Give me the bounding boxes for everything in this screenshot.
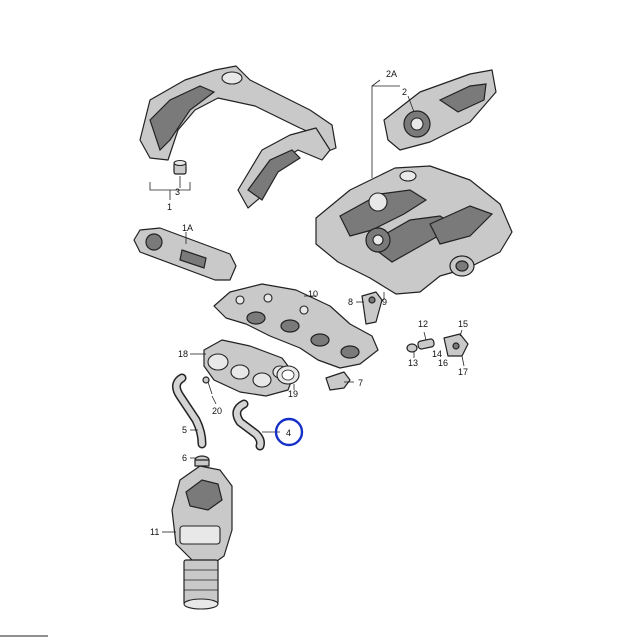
callout-4: 4 — [286, 428, 291, 438]
bolt-20-part[interactable] — [202, 376, 213, 395]
o-ring-part[interactable] — [276, 365, 300, 385]
callout-20: 20 — [212, 406, 222, 416]
bracket-bolt-part[interactable] — [361, 291, 383, 325]
bracket-part[interactable] — [325, 371, 351, 391]
callout-18: 18 — [178, 349, 188, 359]
clamp-part[interactable] — [194, 455, 210, 467]
callout-15: 15 — [458, 319, 468, 329]
callout-2: 2 — [402, 87, 407, 97]
callout-6: 6 — [182, 453, 187, 463]
breather-hose-part[interactable] — [172, 373, 207, 449]
callout-1: 1 — [167, 202, 172, 212]
callout-5: 5 — [182, 425, 187, 435]
engine-cover-left-part[interactable] — [139, 65, 337, 209]
callout-13: 13 — [408, 358, 418, 368]
callout-10: 10 — [308, 289, 318, 299]
callout-16: 16 — [438, 358, 448, 368]
callout-19: 19 — [288, 389, 298, 399]
callout-11: 11 — [150, 527, 159, 537]
intake-manifold-part[interactable] — [213, 283, 379, 369]
cap-nut-part[interactable] — [173, 159, 187, 175]
oil-filter-housing-part[interactable] — [171, 465, 233, 610]
callout-3: 3 — [175, 187, 180, 197]
leader-lines — [149, 79, 463, 533]
callout-12: 12 — [418, 319, 428, 329]
callout-8: 8 — [348, 297, 353, 307]
callout-9: 9 — [382, 297, 387, 307]
engine-top-cover-part[interactable] — [315, 165, 513, 295]
callout-7: 7 — [358, 378, 363, 388]
highlight-circle — [274, 417, 304, 447]
callout-17: 17 — [458, 367, 468, 377]
hose-4-part[interactable] — [232, 399, 265, 451]
callout-14: 14 — [432, 349, 442, 359]
callout-1A: 1A — [182, 223, 193, 233]
connector-group-part[interactable] — [406, 333, 469, 367]
engine-cover-right-part[interactable] — [383, 69, 497, 151]
callout-labels: 1 1A 2 2A 3 4 5 6 7 8 9 10 11 12 13 14 1… — [150, 69, 468, 537]
callout-2A: 2A — [386, 69, 397, 79]
cover-plate-part[interactable] — [133, 227, 237, 281]
